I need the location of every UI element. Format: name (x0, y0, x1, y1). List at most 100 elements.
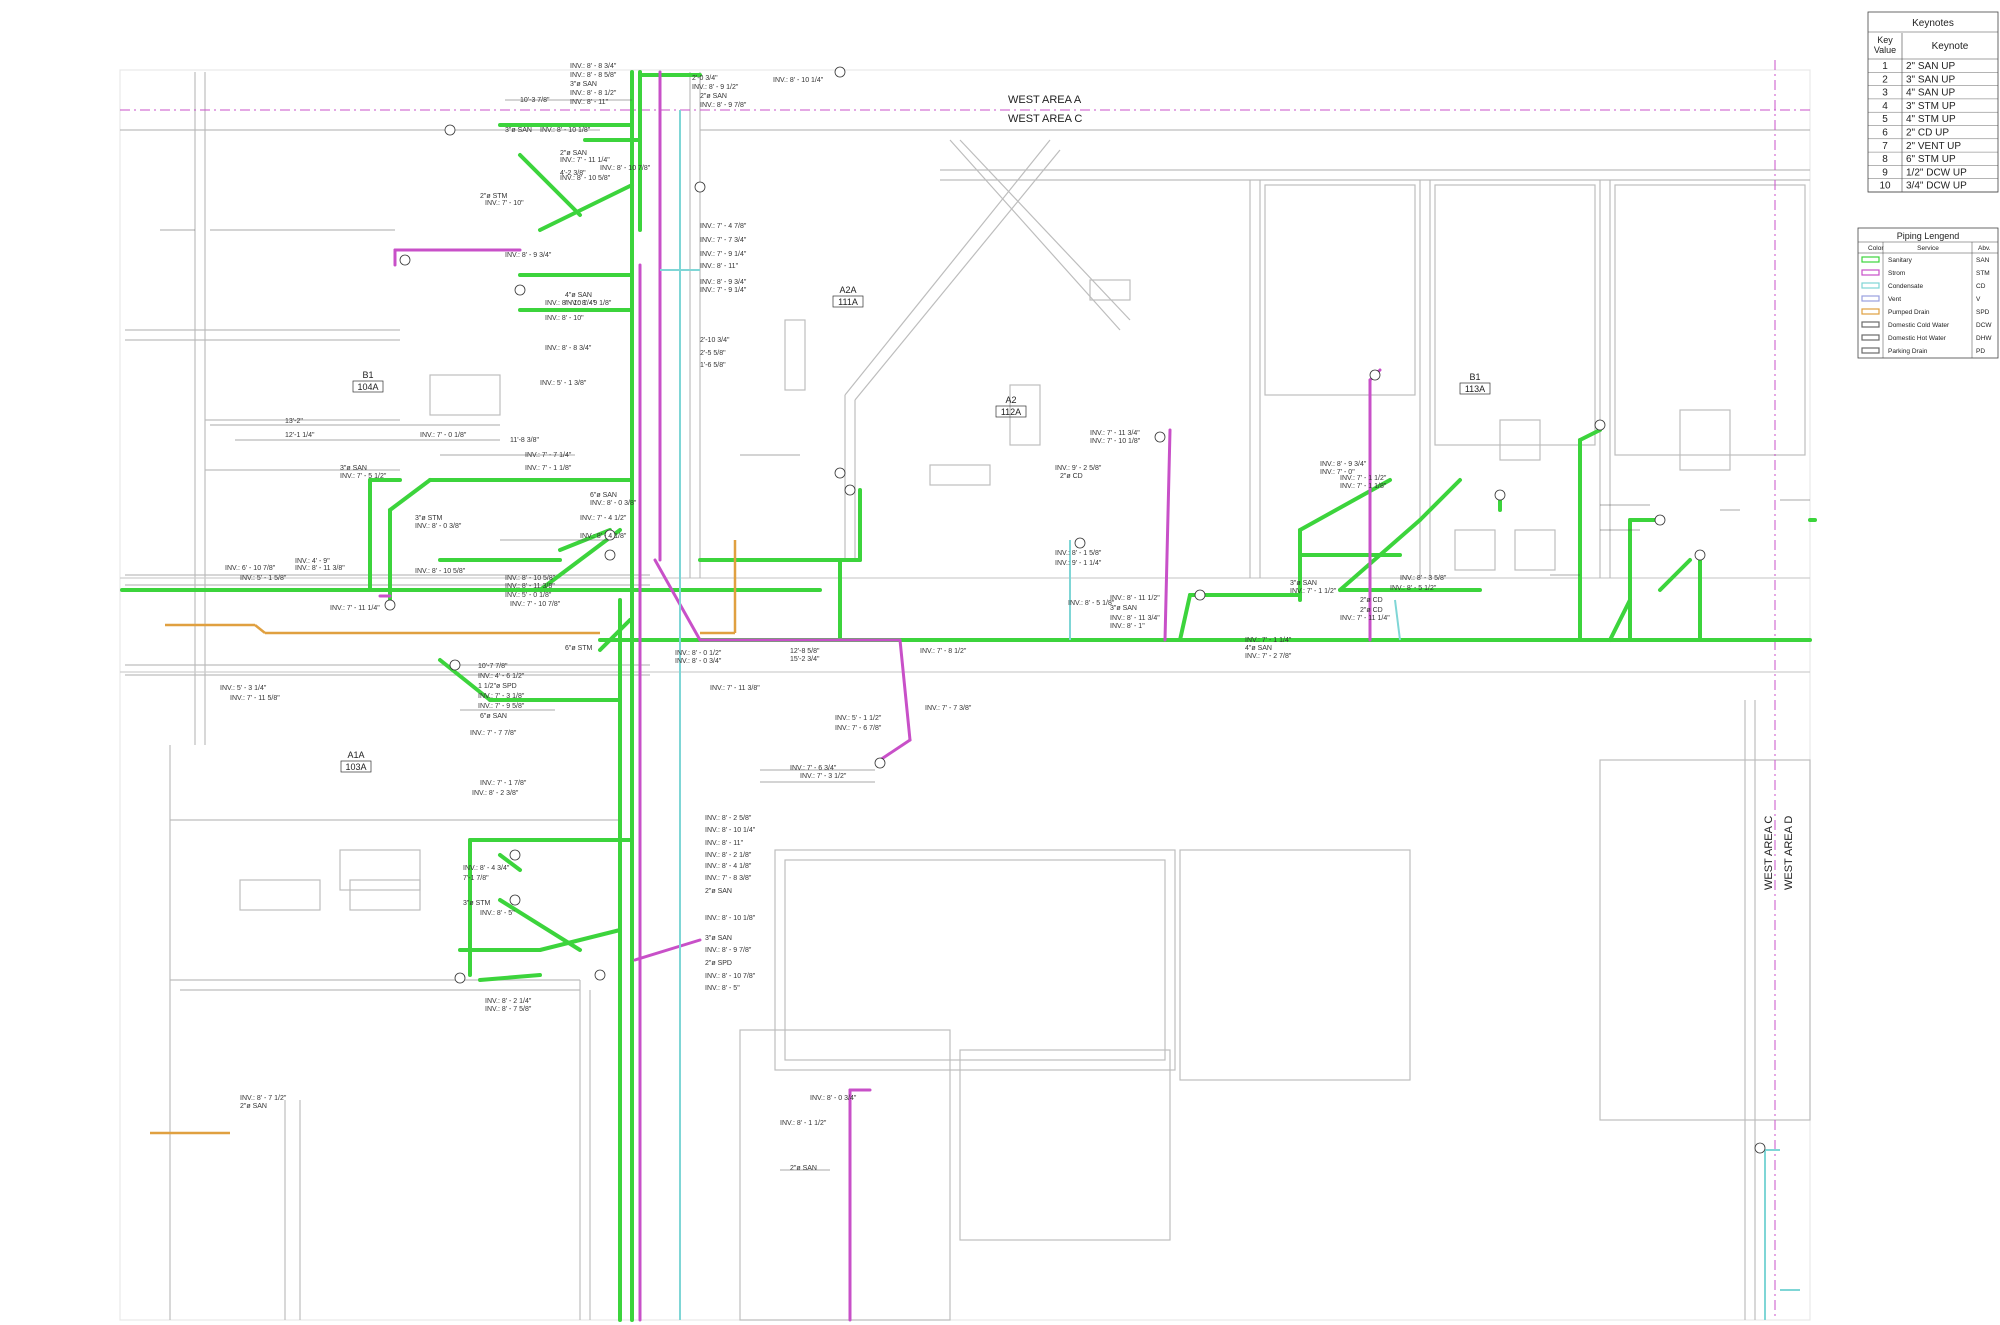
pipe-annotation: 3"ø SAN (1290, 580, 1317, 587)
legend-col-service: Service (1917, 245, 1939, 252)
pipe-annotation: INV.: 7' - 4 1/2" (580, 515, 627, 522)
pipe-annotation: INV.: 8' - 10 1/4" (545, 300, 596, 307)
area-label-west-a: WEST AREA A (1008, 94, 1082, 106)
keynote-key: 1 (1882, 61, 1888, 72)
pipe-annotation: INV.: 7' - 11 3/8" (710, 685, 760, 692)
pipe-annotation: INV.: 8' - 8 3/4" (570, 63, 617, 70)
legend-abv: V (1976, 296, 1981, 303)
pipe-annotation: INV.: 7' - 8 3/8" (705, 875, 752, 882)
pipe-annotation: INV.: 8' - 7 5/8" (485, 1006, 532, 1013)
pipe-annotation: 2"ø SAN (705, 888, 732, 895)
pipe-annotation: INV.: 8' - 10 7/8" (705, 973, 756, 980)
pipe-annotation: 7'-1 7/8" (463, 875, 489, 882)
pipe-annotation: 6"ø SAN (480, 713, 507, 720)
pipe-annotation: INV.: 8' - 9 3/4" (700, 279, 747, 286)
pipe-annotation: 6"ø SAN (590, 492, 617, 499)
legend-service: Strom (1888, 270, 1905, 277)
pipe-annotation: 1'-6 5/8" (700, 362, 726, 369)
pipe-annotation: INV.: 8' - 10 1/4" (705, 827, 756, 834)
legend-col-color: Color (1868, 245, 1884, 252)
area-label-side-c: WEST AREA C (1763, 816, 1775, 890)
svg-text:B1: B1 (1469, 372, 1480, 382)
keynote-text: 2" VENT UP (1906, 141, 1961, 152)
dimension-lines (160, 99, 1810, 1171)
keynote-key: 10 (1879, 181, 1891, 192)
legend-swatch (1861, 295, 1880, 302)
pipe-annotation: INV.: 8' - 2 1/4" (485, 998, 532, 1005)
pipe-annotation: INV.: 9' - 1 1/4" (1055, 560, 1102, 567)
keynote-text: 3" SAN UP (1906, 74, 1955, 85)
keynote-key: 5 (1882, 114, 1888, 125)
pipe-annotation: 1 1/2"ø SPD (478, 683, 517, 690)
architectural-walls (119, 69, 1811, 1321)
pipe-annotation: INV.: 8' - 0 3/8" (590, 500, 637, 507)
pipe-annotation: 15'-2 3/4" (790, 656, 820, 663)
pipe-annotation: INV.: 8' - 5 1/2" (1390, 585, 1437, 592)
legend-service: Parking Drain (1888, 348, 1928, 355)
legend-abv: DCW (1976, 322, 1992, 329)
pipe-annotation: 2"ø CD (1360, 597, 1383, 604)
pipe-annotation: INV.: 7' - 3 1/2" (800, 773, 847, 780)
pipe-annotation: INV.: 4' - 6 1/2" (478, 673, 525, 680)
pipe-annotation: 3"ø STM (415, 515, 443, 522)
pipe-annotation: INV.: 8' - 2 3/8" (472, 790, 519, 797)
pipe-annotation: INV.: 8' - 11" (570, 99, 609, 106)
pipe-annotation: INV.: 7' - 7 3/8" (925, 705, 972, 712)
pipe-annotation: INV.: 8' - 2 1/8" (705, 852, 752, 859)
pipe-annotation: INV.: 5' - 3 1/4" (220, 685, 267, 692)
legend-abv: CD (1976, 283, 1986, 290)
svg-text:B1: B1 (362, 370, 373, 380)
pipe-annotation: INV.: 8' - 11" (700, 263, 739, 270)
pipe-annotation: 6"ø STM (565, 645, 593, 652)
svg-text:111A: 111A (838, 297, 858, 307)
legend-abv: SAN (1976, 257, 1990, 264)
pipe-annotation: INV.: 8' - 10 1/8" (705, 915, 756, 922)
pipe-annotation: INV.: 8' - 11" (705, 840, 744, 847)
pipe-annotation: INV.: 8' - 3 5/8" (1400, 575, 1447, 582)
pipe-annotation: 3"ø STM (463, 900, 491, 907)
pipe-annotation: 3"ø SAN (1110, 605, 1137, 612)
pipe-annotation: 3"ø SAN (570, 81, 597, 88)
legend-swatch (1861, 256, 1880, 263)
pipe-annotation: INV.: 8' - 10 5/8" (505, 575, 556, 582)
pipe-annotation: INV.: 8' - 9 7/8" (705, 947, 752, 954)
pipe-annotation: INV.: 8' - 10" (545, 315, 584, 322)
pipe-annotation: INV.: 7' - 11 1/4" (560, 157, 610, 164)
pipe-annotation: INV.: 8' - 7 1/2" (240, 1095, 287, 1102)
pipe-annotation: INV.: 6' - 10 7/8" (225, 565, 276, 572)
pipe-annotation: INV.: 8' - 10 1/4" (773, 77, 824, 84)
keynote-text: 3/4" DCW UP (1906, 181, 1967, 192)
pipe-annotation: INV.: 7' - 7 7/8" (470, 730, 517, 737)
keynote-text: 1/2" DCW UP (1906, 167, 1967, 178)
area-boundaries (120, 60, 1810, 1320)
pipe-annotation: INV.: 7' - 1 1/8" (525, 465, 572, 472)
keynote-text: 4" STM UP (1906, 114, 1956, 125)
legend-row: Domestic Cold Water DCW (1861, 321, 1992, 329)
pipe-annotation: 12'-8 5/8" (790, 648, 820, 655)
pipe-annotation: 2"ø STM (480, 193, 508, 200)
pipe-annotation: INV.: 7' - 0 1/8" (420, 432, 467, 439)
pipe-annotation: 2'-5 5/8" (700, 350, 726, 357)
pipe-annotation: INV.: 8' - 0 1/2" (675, 650, 722, 657)
pipe-annotation: INV.: 7' - 7 3/4" (700, 237, 747, 244)
area-label-west-c: WEST AREA C (1008, 113, 1082, 125)
legend-service: Domestic Cold Water (1888, 322, 1950, 329)
keynote-row: 1 2" SAN UP (1868, 61, 1998, 73)
keynote-text: 2" SAN UP (1906, 61, 1955, 72)
pipe-annotation: INV.: 8' - 9 1/8" (565, 300, 612, 307)
legend-abv: SPD (1976, 309, 1990, 316)
area-labels: WEST AREA A WEST AREA C WEST AREA C WEST… (1008, 94, 1795, 890)
pipe-annotation: INV.: 8' - 11 3/8" (295, 565, 345, 572)
pipe-annotation: INV.: 8' - 11 1/2" (1110, 595, 1160, 602)
pipe-annotation: INV.: 7' - 3 1/8" (478, 693, 525, 700)
pumped-drain-piping (150, 540, 737, 1135)
pipe-annotation: INV.: 8' - 1 1/2" (780, 1120, 827, 1127)
keynote-text: 4" SAN UP (1906, 88, 1955, 99)
